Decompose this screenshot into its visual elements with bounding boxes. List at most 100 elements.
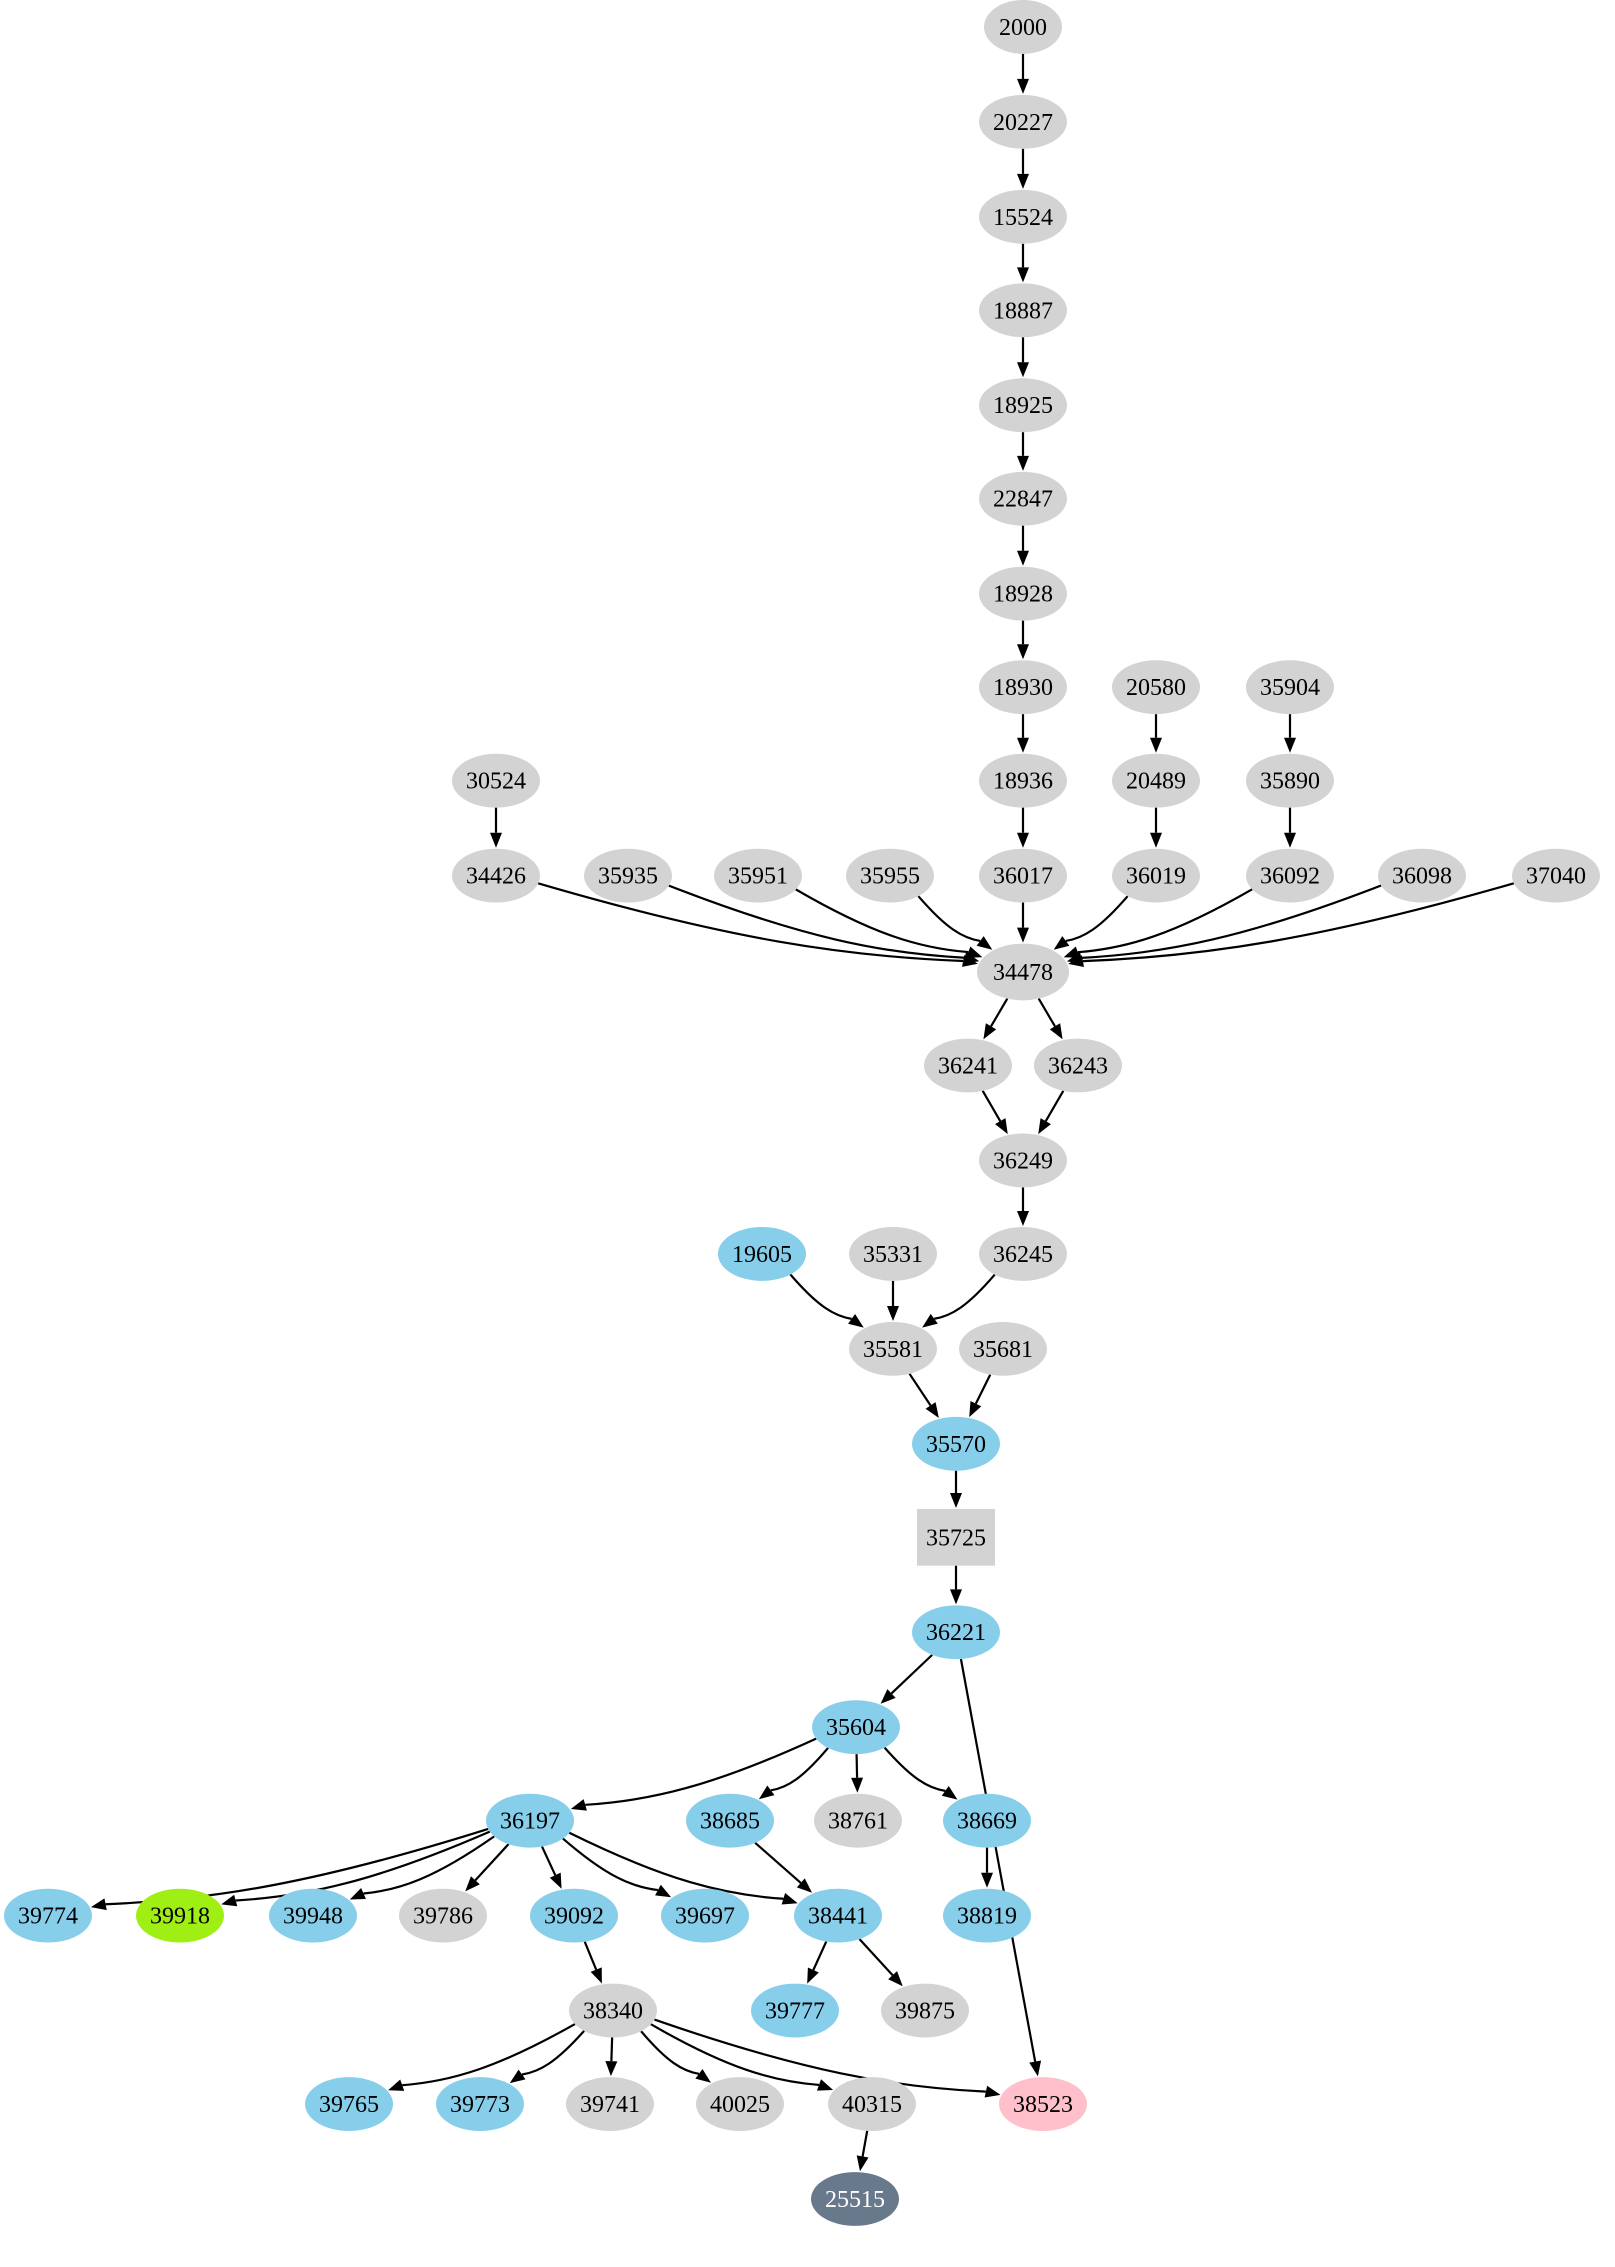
graph-node-18925[interactable]: 18925 — [979, 378, 1067, 433]
node-ellipse-shape[interactable] — [959, 1321, 1047, 1376]
node-ellipse-shape[interactable] — [943, 1793, 1031, 1848]
node-ellipse-shape[interactable] — [979, 1133, 1067, 1188]
node-ellipse-shape[interactable] — [912, 1605, 1000, 1660]
graph-node-39786[interactable]: 39786 — [399, 1888, 487, 1943]
graph-node-2000[interactable]: 2000 — [984, 0, 1062, 54]
graph-node-35725[interactable]: 35725 — [917, 1508, 995, 1566]
node-ellipse-shape[interactable] — [811, 2172, 899, 2226]
node-ellipse-shape[interactable] — [584, 848, 672, 903]
node-ellipse-shape[interactable] — [812, 1700, 900, 1755]
graph-node-39697[interactable]: 39697 — [661, 1888, 749, 1943]
graph-node-39777[interactable]: 39777 — [751, 1983, 839, 2038]
graph-node-35681[interactable]: 35681 — [959, 1321, 1047, 1376]
graph-node-38441[interactable]: 38441 — [794, 1888, 882, 1943]
graph-node-36243[interactable]: 36243 — [1034, 1038, 1122, 1093]
node-ellipse-shape[interactable] — [979, 471, 1067, 526]
graph-node-39741[interactable]: 39741 — [566, 2077, 654, 2131]
graph-node-36221[interactable]: 36221 — [912, 1605, 1000, 1660]
node-ellipse-shape[interactable] — [1112, 660, 1200, 715]
graph-node-36092[interactable]: 36092 — [1246, 848, 1334, 903]
graph-node-39918[interactable]: 39918 — [136, 1888, 224, 1943]
node-ellipse-shape[interactable] — [979, 566, 1067, 621]
node-ellipse-shape[interactable] — [136, 1888, 224, 1943]
node-ellipse-shape[interactable] — [696, 2077, 784, 2131]
node-ellipse-shape[interactable] — [846, 848, 934, 903]
node-ellipse-shape[interactable] — [1246, 848, 1334, 903]
node-ellipse-shape[interactable] — [979, 660, 1067, 715]
node-ellipse-shape[interactable] — [814, 1793, 902, 1848]
graph-node-18936[interactable]: 18936 — [979, 753, 1067, 808]
graph-node-35955[interactable]: 35955 — [846, 848, 934, 903]
graph-node-35935[interactable]: 35935 — [584, 848, 672, 903]
graph-node-39765[interactable]: 39765 — [305, 2077, 393, 2131]
node-ellipse-shape[interactable] — [1246, 753, 1334, 808]
graph-node-20580[interactable]: 20580 — [1112, 660, 1200, 715]
graph-node-39773[interactable]: 39773 — [436, 2077, 524, 2131]
graph-node-35904[interactable]: 35904 — [1246, 660, 1334, 715]
graph-node-38819[interactable]: 38819 — [943, 1888, 1031, 1943]
node-ellipse-shape[interactable] — [924, 1038, 1012, 1093]
node-ellipse-shape[interactable] — [452, 753, 540, 808]
graph-node-38761[interactable]: 38761 — [814, 1793, 902, 1848]
node-ellipse-shape[interactable] — [486, 1793, 574, 1848]
node-ellipse-shape[interactable] — [1246, 660, 1334, 715]
node-ellipse-shape[interactable] — [984, 0, 1062, 54]
graph-node-35331[interactable]: 35331 — [849, 1227, 937, 1281]
node-ellipse-shape[interactable] — [399, 1888, 487, 1943]
node-ellipse-shape[interactable] — [999, 2077, 1087, 2131]
node-ellipse-shape[interactable] — [943, 1888, 1031, 1943]
graph-node-39948[interactable]: 39948 — [269, 1888, 357, 1943]
graph-node-36019[interactable]: 36019 — [1112, 848, 1200, 903]
graph-node-35581[interactable]: 35581 — [849, 1321, 937, 1376]
graph-node-18930[interactable]: 18930 — [979, 660, 1067, 715]
node-ellipse-shape[interactable] — [530, 1888, 618, 1943]
node-ellipse-shape[interactable] — [794, 1888, 882, 1943]
graph-node-39774[interactable]: 39774 — [4, 1888, 92, 1943]
node-ellipse-shape[interactable] — [979, 753, 1067, 808]
node-ellipse-shape[interactable] — [1112, 848, 1200, 903]
node-ellipse-shape[interactable] — [881, 1983, 969, 2038]
node-ellipse-shape[interactable] — [828, 2077, 916, 2131]
node-ellipse-shape[interactable] — [305, 2077, 393, 2131]
graph-node-35604[interactable]: 35604 — [812, 1700, 900, 1755]
graph-node-20227[interactable]: 20227 — [979, 94, 1067, 149]
node-ellipse-shape[interactable] — [686, 1793, 774, 1848]
node-ellipse-shape[interactable] — [1512, 848, 1600, 903]
graph-node-34426[interactable]: 34426 — [452, 848, 540, 903]
graph-node-38669[interactable]: 38669 — [943, 1793, 1031, 1848]
graph-node-30524[interactable]: 30524 — [452, 753, 540, 808]
graph-node-18887[interactable]: 18887 — [979, 283, 1067, 338]
node-box-shape[interactable] — [917, 1508, 995, 1566]
graph-node-40025[interactable]: 40025 — [696, 2077, 784, 2131]
graph-node-36241[interactable]: 36241 — [924, 1038, 1012, 1093]
node-ellipse-shape[interactable] — [751, 1983, 839, 2038]
graph-node-36098[interactable]: 36098 — [1378, 848, 1466, 903]
node-ellipse-shape[interactable] — [979, 378, 1067, 433]
graph-node-36017[interactable]: 36017 — [979, 848, 1067, 903]
node-ellipse-shape[interactable] — [979, 848, 1067, 903]
graph-node-15524[interactable]: 15524 — [979, 189, 1067, 244]
graph-node-18928[interactable]: 18928 — [979, 566, 1067, 621]
graph-node-38340[interactable]: 38340 — [569, 1983, 657, 2038]
node-ellipse-shape[interactable] — [269, 1888, 357, 1943]
graph-node-22847[interactable]: 22847 — [979, 471, 1067, 526]
graph-node-19605[interactable]: 19605 — [718, 1227, 806, 1281]
graph-node-37040[interactable]: 37040 — [1512, 848, 1600, 903]
node-ellipse-shape[interactable] — [569, 1983, 657, 2038]
node-ellipse-shape[interactable] — [977, 943, 1069, 1001]
graph-node-34478[interactable]: 34478 — [977, 943, 1069, 1001]
node-ellipse-shape[interactable] — [436, 2077, 524, 2131]
node-ellipse-shape[interactable] — [979, 94, 1067, 149]
node-ellipse-shape[interactable] — [714, 848, 802, 903]
graph-node-39092[interactable]: 39092 — [530, 1888, 618, 1943]
graph-node-35951[interactable]: 35951 — [714, 848, 802, 903]
node-ellipse-shape[interactable] — [4, 1888, 92, 1943]
graph-node-25515[interactable]: 25515 — [811, 2172, 899, 2226]
node-ellipse-shape[interactable] — [1378, 848, 1466, 903]
node-ellipse-shape[interactable] — [979, 1227, 1067, 1281]
graph-node-35890[interactable]: 35890 — [1246, 753, 1334, 808]
graph-node-20489[interactable]: 20489 — [1112, 753, 1200, 808]
node-ellipse-shape[interactable] — [1034, 1038, 1122, 1093]
graph-node-36249[interactable]: 36249 — [979, 1133, 1067, 1188]
node-ellipse-shape[interactable] — [718, 1227, 806, 1281]
